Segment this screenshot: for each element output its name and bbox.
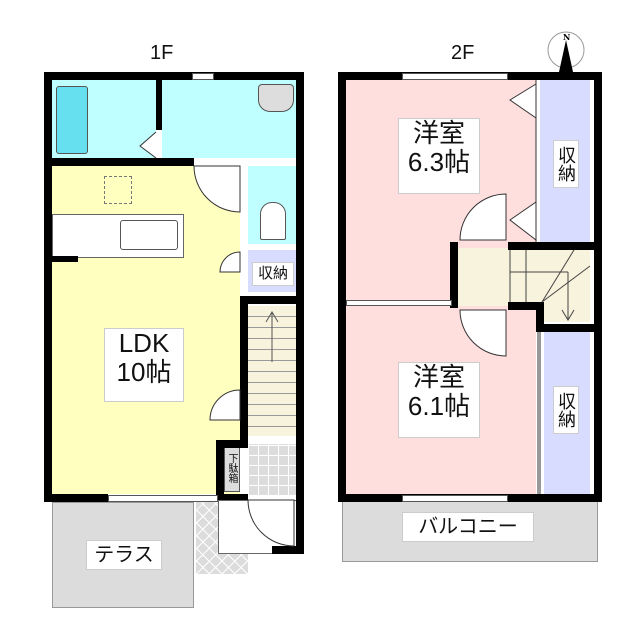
wall [594, 72, 602, 502]
western-room-1-name: 洋室 [412, 118, 465, 148]
floor-label-1f: 1F [150, 42, 174, 64]
wall [216, 440, 224, 500]
wall [296, 72, 304, 552]
wall [240, 296, 248, 446]
wall [216, 494, 248, 500]
western-room-1-size: 6.3帖 [407, 146, 471, 177]
window [108, 495, 218, 502]
sink-icon [120, 220, 178, 250]
ldk-name: LDK [118, 328, 170, 358]
label-western-room-1: 洋室 6.3帖 [398, 118, 480, 194]
western-room-2-name: 洋室 [412, 362, 465, 392]
window [402, 73, 508, 80]
label-ldk: LDK 10帖 [104, 328, 184, 402]
refrigerator-space [104, 176, 132, 204]
ldk-size: 10帖 [116, 356, 172, 387]
genkan-floor [248, 444, 296, 496]
label-storage-1f: 収納 [252, 262, 294, 286]
wall [508, 302, 544, 310]
label-storage-2f-top: 収納 [553, 140, 579, 188]
label-western-room-2: 洋室 6.1帖 [398, 362, 480, 438]
washbasin-icon [258, 84, 294, 112]
wall [338, 72, 346, 502]
label-terrace: テラス [86, 540, 162, 570]
wall [44, 72, 52, 502]
svg-text:N: N [563, 32, 570, 42]
wall [52, 256, 78, 262]
wall [508, 242, 602, 250]
wall [536, 324, 602, 332]
wall [156, 80, 162, 130]
floor-label-2f: 2F [451, 42, 475, 64]
toilet-icon [260, 202, 286, 240]
wall [536, 302, 544, 332]
wall [240, 296, 300, 304]
western-room-2-size: 6.1帖 [407, 390, 471, 421]
partition [346, 300, 452, 306]
wall [44, 158, 194, 166]
wall [216, 440, 248, 448]
stairs-1f [248, 306, 296, 436]
wall [450, 242, 458, 308]
bathtub [56, 86, 88, 154]
window [402, 495, 508, 502]
wall [44, 494, 108, 502]
wall [44, 72, 302, 80]
label-shoe-cabinet: 下駄箱 [225, 448, 237, 488]
wall [272, 546, 304, 554]
label-balcony: バルコニー [402, 512, 534, 542]
label-storage-2f-bottom: 収納 [553, 386, 579, 434]
window [192, 73, 214, 80]
